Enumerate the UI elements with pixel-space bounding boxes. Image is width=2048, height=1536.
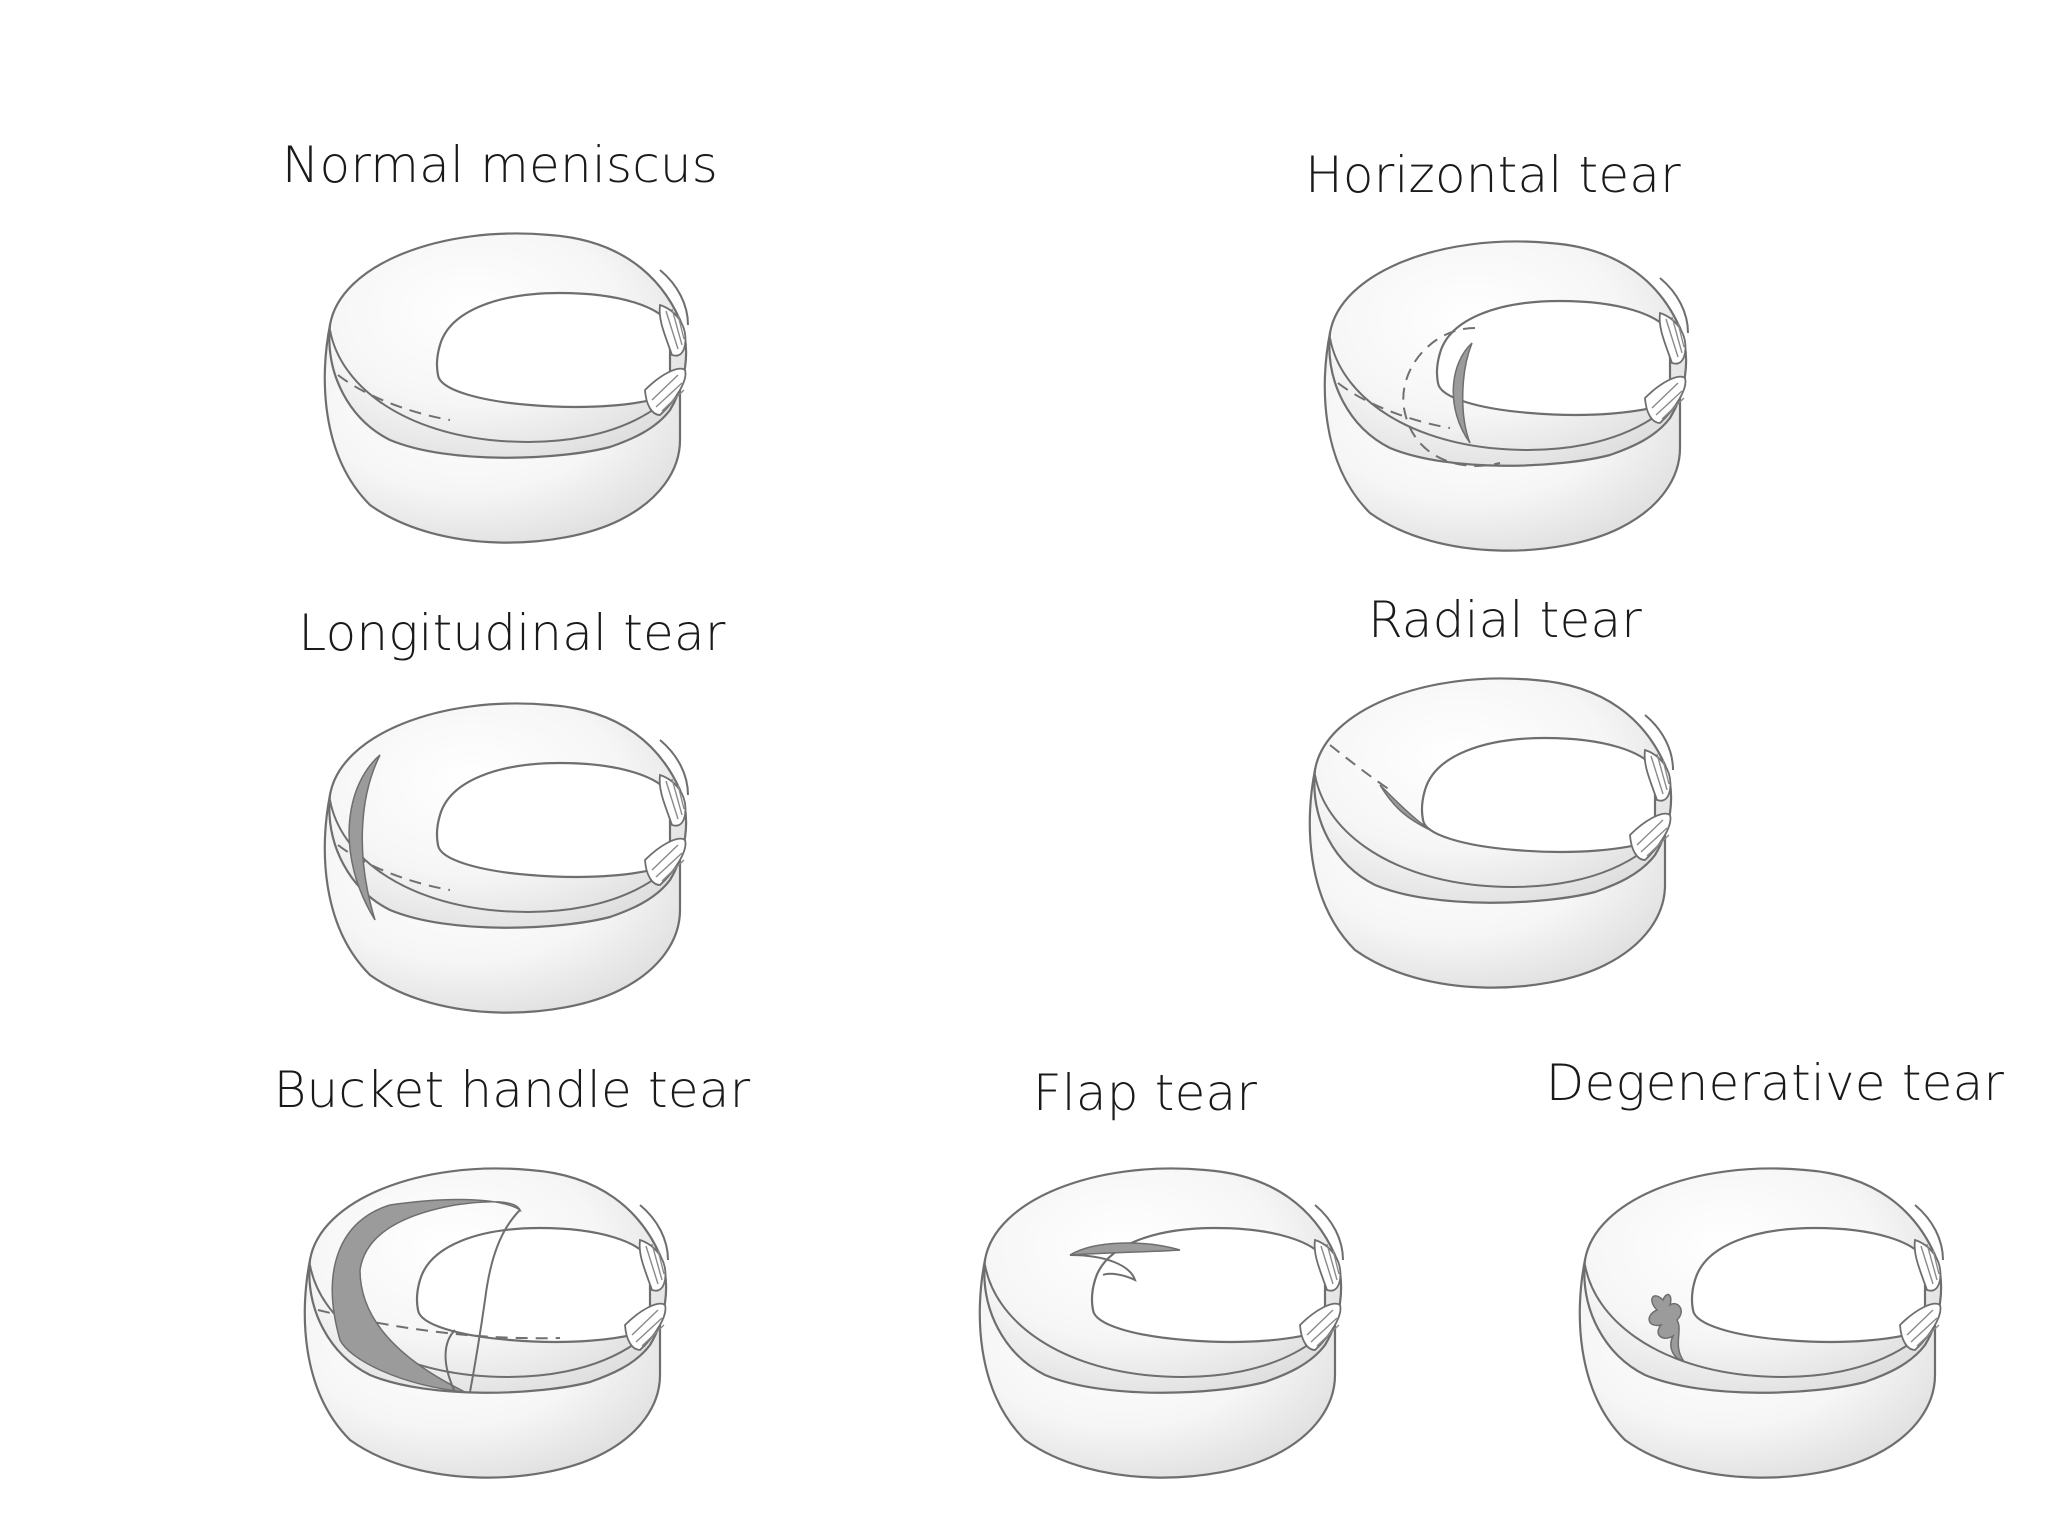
normal-meniscus-illustration [300, 225, 740, 565]
radial-tear-illustration [1285, 670, 1725, 1010]
label-degenerative-tear: Degenerative tear [1545, 1054, 2005, 1112]
label-flap-tear: Flap tear [1032, 1064, 1258, 1122]
degenerative-tear-illustration [1555, 1160, 1995, 1500]
label-horizontal-tear: Horizontal tear [1305, 146, 1681, 204]
bucket-handle-tear-illustration [280, 1160, 720, 1500]
label-longitudinal-tear: Longitudinal tear [298, 604, 726, 662]
flap-tear-illustration [955, 1160, 1395, 1500]
longitudinal-tear-illustration [300, 695, 740, 1035]
horizontal-tear-illustration [1300, 233, 1740, 573]
label-radial-tear: Radial tear [1367, 591, 1643, 649]
label-normal-meniscus: Normal meniscus [281, 136, 719, 194]
label-bucket-handle-tear: Bucket handle tear [273, 1061, 751, 1119]
